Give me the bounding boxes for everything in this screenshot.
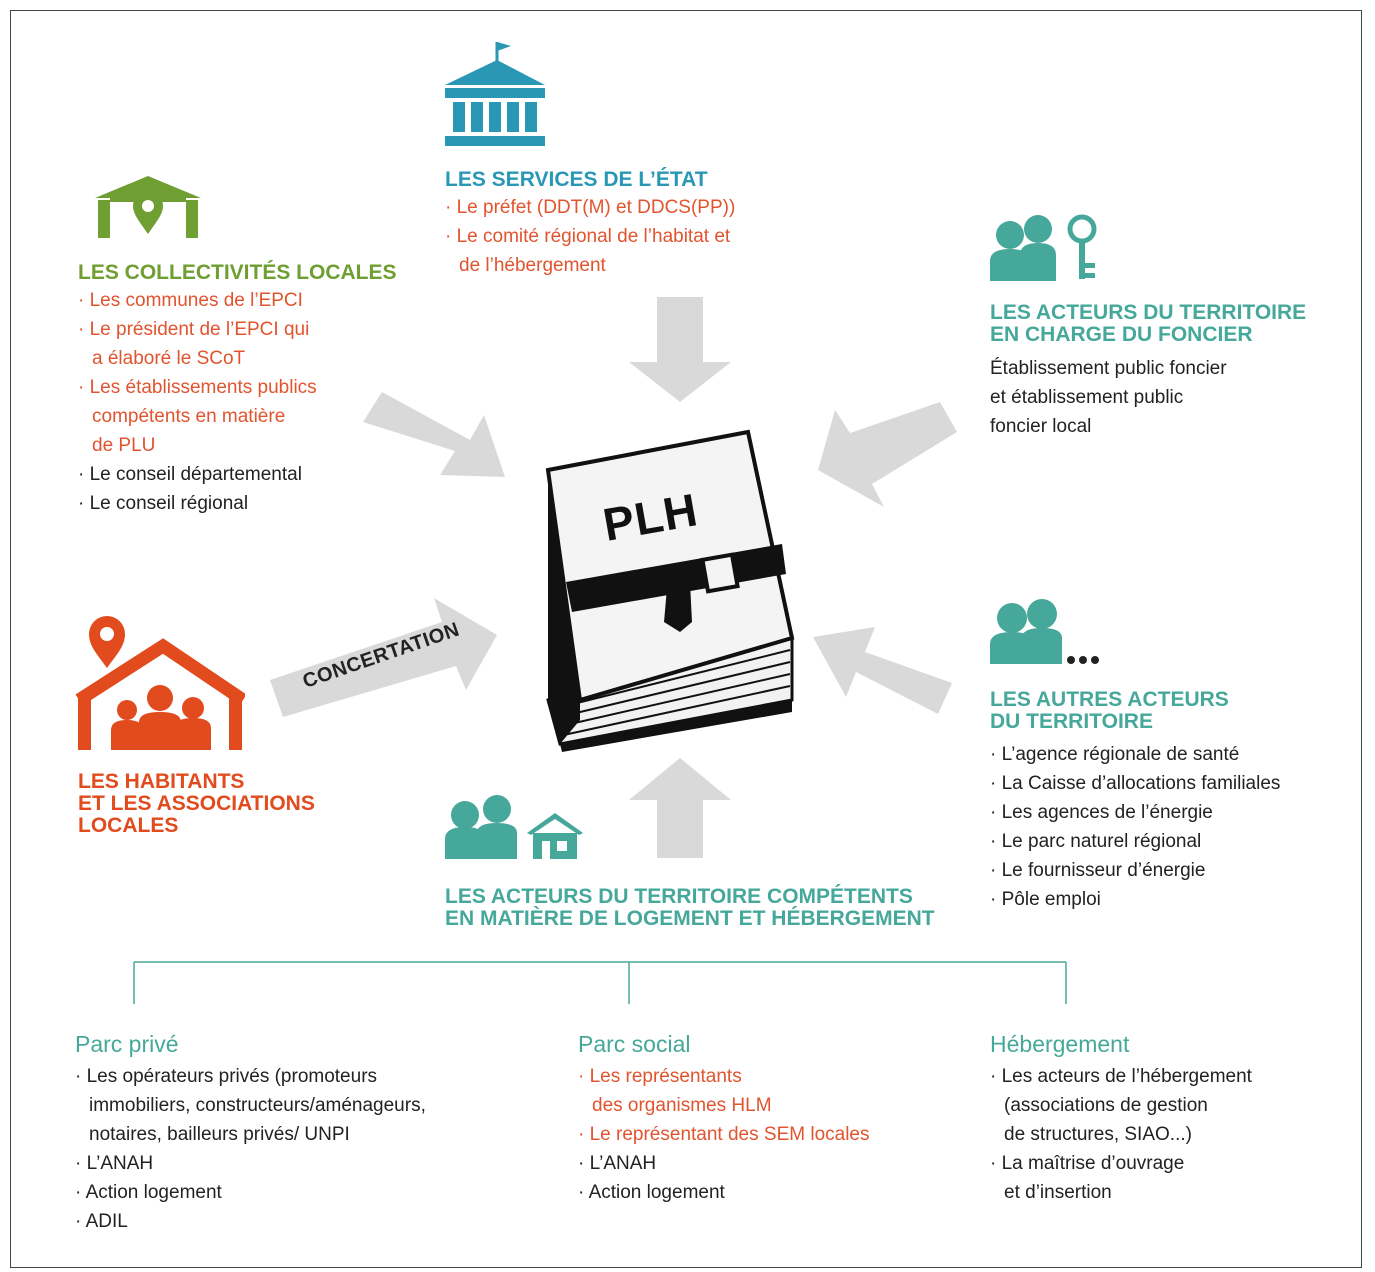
collectivites-item-5: · Le conseil régional	[78, 493, 249, 514]
autres-title: LES AUTRES ACTEURS DU TERRITOIRE	[990, 688, 1229, 733]
people-more-icon	[990, 599, 1099, 664]
people-house-icon	[445, 795, 583, 859]
parc-social-list: · Les représentants des organismes HLM ·…	[578, 1062, 870, 1207]
diagram-frame	[10, 10, 1362, 1268]
parc-prive-title: Parc privé	[75, 1031, 179, 1057]
hebergement-title: Hébergement	[990, 1031, 1130, 1057]
logement-title: LES ACTEURS DU TERRITOIRE COMPÉTENTS EN …	[445, 885, 935, 930]
parc-social-item: · Le représentant des SEM locales	[578, 1124, 870, 1145]
foncier-title: LES ACTEURS DU TERRITOIRE EN CHARGE DU F…	[990, 301, 1307, 346]
parc-social-item: · Les représentants	[578, 1066, 742, 1087]
parc-prive-item: · ADIL	[75, 1211, 128, 1232]
autres-item: · La Caisse d’allocations familiales	[990, 773, 1281, 794]
hebergement-item: · Les acteurs de l’hébergement	[990, 1066, 1252, 1087]
etat-item-1: · Le préfet (DDT(M) et DDCS(PP))	[445, 197, 736, 218]
arrow-from-foncier	[818, 402, 957, 507]
arrow-from-autres	[813, 627, 952, 714]
etat-title: LES SERVICES DE L’ÉTAT	[445, 168, 708, 191]
people-key-icon	[990, 214, 1097, 281]
parc-prive-list: · Les opérateurs privés (promoteurs immo…	[75, 1062, 426, 1236]
collectivites-list: · Les communes de l’EPCI · Le président …	[78, 286, 317, 518]
parc-social-item: · Action logement	[578, 1182, 725, 1203]
collectivites-item-3: · Les établissements publics	[78, 377, 317, 398]
parc-prive-item: · Les opérateurs privés (promoteurs	[75, 1066, 378, 1087]
autres-item: · Pôle emploi	[990, 889, 1101, 910]
parc-social-item: · L’ANAH	[578, 1153, 657, 1174]
parc-prive-item: · Action logement	[75, 1182, 222, 1203]
arrow-from-collectivites	[363, 392, 505, 477]
autres-item: · Le parc naturel régional	[990, 831, 1202, 852]
autres-item: · L’agence régionale de santé	[990, 744, 1240, 765]
collectivites-title: LES COLLECTIVITÉS LOCALES	[78, 261, 397, 284]
collectivites-item-1: · Les communes de l’EPCI	[78, 290, 303, 311]
house-location-icon	[95, 176, 201, 238]
house-people-location-icon	[75, 616, 245, 750]
parc-prive-item: · L’ANAH	[75, 1153, 154, 1174]
collectivites-item-4: · Le conseil départemental	[78, 464, 302, 485]
autres-list: · L’agence régionale de santé · La Caiss…	[990, 740, 1280, 914]
arrow-from-logement	[629, 758, 731, 858]
collectivites-item-2: · Le président de l’EPCI qui	[78, 319, 310, 340]
arrow-concertation	[270, 598, 497, 717]
government-building-icon	[445, 42, 545, 146]
bracket-connector	[133, 961, 1067, 1004]
etat-list: · Le préfet (DDT(M) et DDCS(PP)) · Le co…	[445, 193, 735, 280]
autres-item: · Le fournisseur d’énergie	[990, 860, 1206, 881]
autres-item: · Les agences de l’énergie	[990, 802, 1213, 823]
arrow-from-etat	[629, 297, 731, 402]
foncier-text: Établissement public foncier et établiss…	[990, 358, 1227, 437]
plh-book-icon	[545, 429, 795, 752]
etat-item-3: de l’hébergement	[459, 255, 606, 276]
hebergement-item: · La maîtrise d’ouvrage	[990, 1153, 1185, 1174]
etat-item-2: · Le comité régional de l’habitat et	[445, 226, 731, 247]
habitants-title: LES HABITANTS ET LES ASSOCIATIONS LOCALE…	[78, 770, 315, 837]
parc-social-title: Parc social	[578, 1031, 691, 1057]
hebergement-list: · Les acteurs de l’hébergement (associat…	[990, 1062, 1252, 1207]
